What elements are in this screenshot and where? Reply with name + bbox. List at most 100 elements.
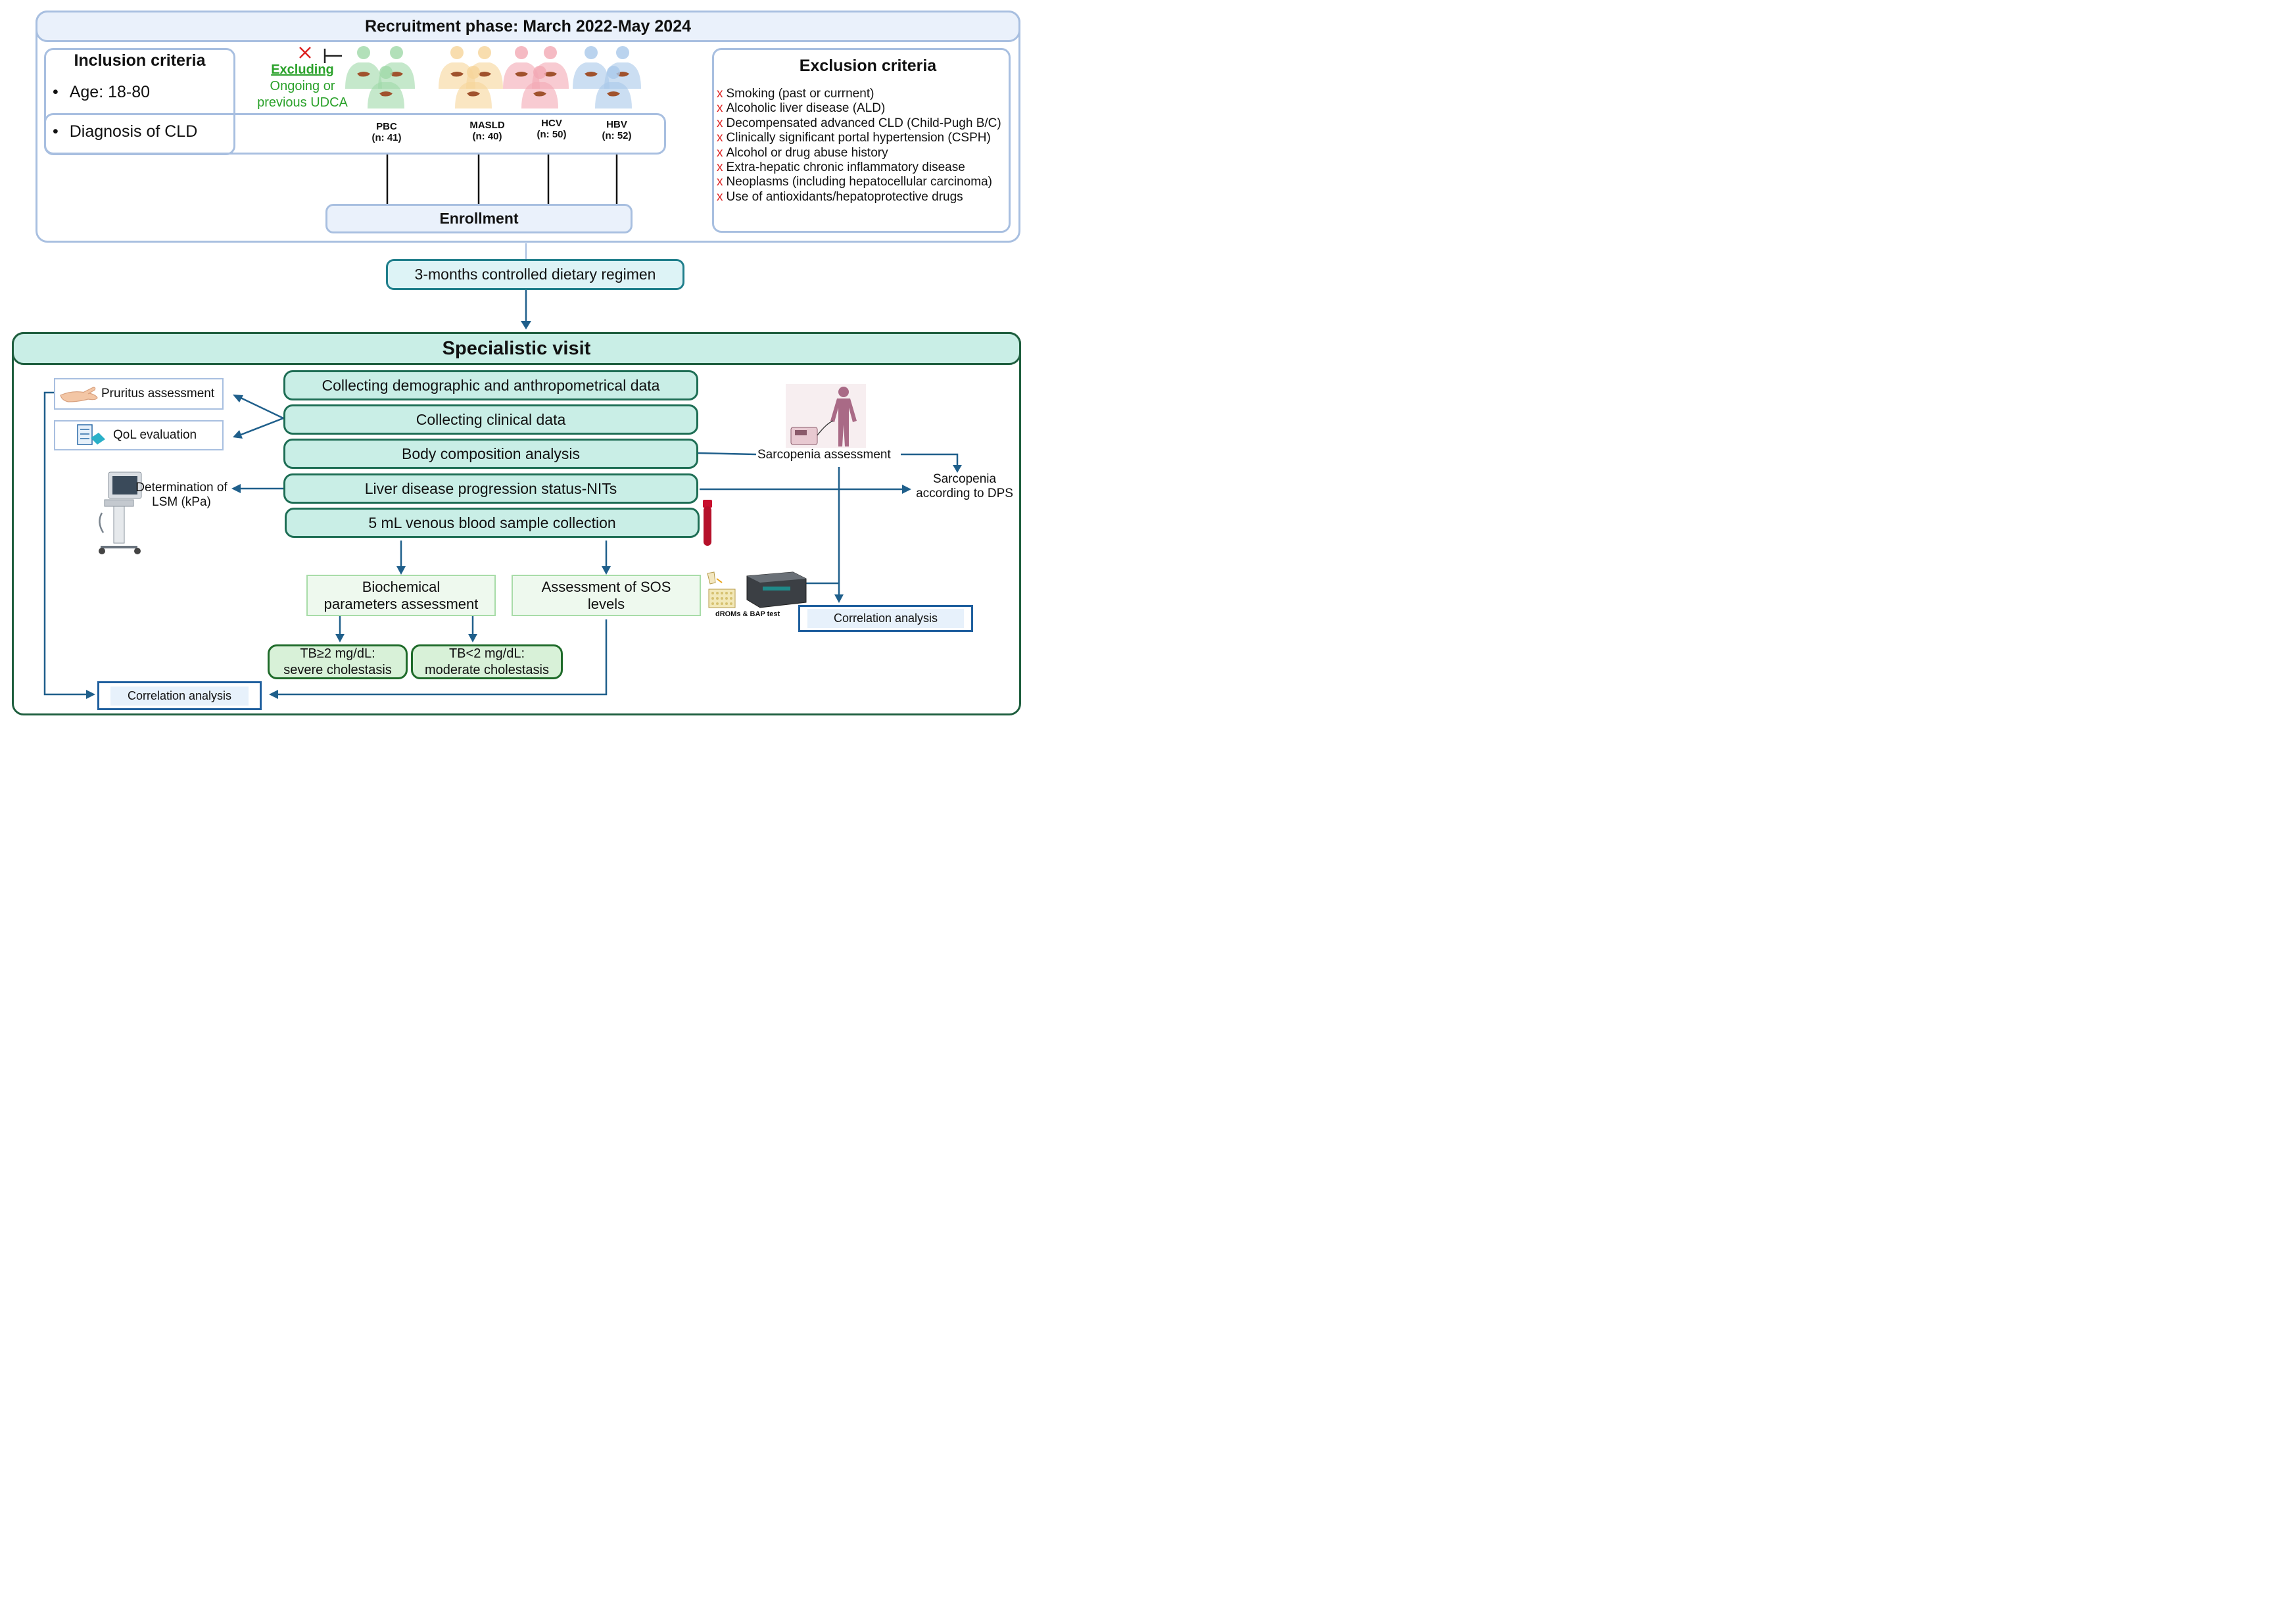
bullet-icon: • bbox=[53, 83, 59, 101]
group-count: (n: 52) bbox=[602, 130, 632, 141]
recruitment-header: Recruitment phase: March 2022-May 2024 bbox=[36, 11, 1020, 42]
step-body-composition: Body composition analysis bbox=[283, 439, 698, 469]
exclusion-item-label: Use of antioxidants/hepatoprotective dru… bbox=[726, 189, 963, 204]
group-name: HBV bbox=[606, 119, 627, 130]
questionnaire-icon bbox=[77, 424, 105, 445]
exclusion-item-label: Alcohol or drug abuse history bbox=[726, 145, 888, 160]
moderate-line1: TB<2 mg/dL: bbox=[448, 646, 525, 661]
diet-label: 3-months controlled dietary regimen bbox=[414, 266, 656, 283]
group-count: (n: 40) bbox=[472, 131, 502, 142]
blood-tube-icon bbox=[703, 500, 712, 546]
drom-equipment-icon bbox=[707, 571, 807, 608]
cross-icon: x bbox=[717, 101, 723, 116]
step-liver-nits: Liver disease progression status-NITs bbox=[283, 473, 698, 504]
step-demographic: Collecting demographic and anthropometri… bbox=[283, 370, 698, 400]
udca-line2: previous UDCA bbox=[257, 95, 348, 110]
enrollment-label: Enrollment bbox=[439, 210, 519, 227]
recruitment-title: Recruitment phase: March 2022-May 2024 bbox=[364, 16, 692, 36]
exclusion-item-label: Smoking (past or currnent) bbox=[726, 87, 874, 101]
step-clinical: Collecting clinical data bbox=[283, 404, 698, 435]
sarcopenia-dps-label: Sarcopenia according to DPS bbox=[910, 472, 1019, 501]
sos-line1: Assessment of SOS bbox=[541, 578, 671, 595]
exclusion-item-label: Decompensated advanced CLD (Child-Pugh B… bbox=[726, 116, 1001, 130]
biochem-line1: Biochemical bbox=[362, 578, 441, 595]
connector-lines bbox=[43, 155, 962, 699]
udca-line1: Ongoing or bbox=[270, 79, 335, 93]
group-pbc: PBC(n: 41) bbox=[360, 121, 413, 143]
moderate-line2: moderate cholestasis bbox=[425, 662, 549, 677]
cross-icon: x bbox=[717, 145, 723, 160]
visit-header: Specialistic visit bbox=[12, 332, 1021, 365]
cross-icon: x bbox=[717, 87, 723, 101]
exclusion-item-label: Extra-hepatic chronic inflammatory disea… bbox=[726, 160, 965, 175]
visit-title: Specialistic visit bbox=[442, 337, 591, 359]
biochem-box: Biochemical parameters assessment bbox=[306, 575, 496, 616]
udca-heading: Excluding bbox=[271, 62, 334, 77]
group-hbv: HBV(n: 52) bbox=[590, 119, 643, 141]
step-label: Liver disease progression status-NITs bbox=[364, 479, 617, 497]
group-masld: MASLD(n: 40) bbox=[459, 120, 515, 142]
correlation-label: Correlation analysis bbox=[807, 609, 965, 628]
exclusion-box bbox=[712, 48, 1011, 233]
exclusion-item-label: Alcoholic liver disease (ALD) bbox=[726, 101, 886, 116]
group-name: HCV bbox=[541, 118, 562, 129]
diet-box: 3-months controlled dietary regimen bbox=[386, 259, 684, 290]
inclusion-item-age: • Age: 18-80 bbox=[53, 83, 150, 102]
group-name: PBC bbox=[376, 121, 397, 132]
inclusion-title: Inclusion criteria bbox=[74, 51, 206, 70]
sarcopenia-assessment-label: Sarcopenia assessment bbox=[756, 448, 892, 462]
fibroscan-icon bbox=[99, 471, 142, 554]
step-label: 5 mL venous blood sample collection bbox=[368, 514, 616, 531]
qol-box: QoL evaluation bbox=[54, 420, 224, 450]
group-count: (n: 50) bbox=[537, 129, 567, 140]
lsm-line2: LSM (kPa) bbox=[152, 495, 211, 509]
lsm-line1: Determination of bbox=[135, 481, 227, 494]
udca-note: Excluding Ongoing or previous UDCA bbox=[250, 62, 355, 111]
qol-label: QoL evaluation bbox=[113, 428, 197, 442]
inclusion-item-label: Age: 18-80 bbox=[69, 83, 151, 101]
exclusion-item-label: Clinically significant portal hypertensi… bbox=[726, 131, 991, 145]
moderate-cholestasis-box: TB<2 mg/dL: moderate cholestasis bbox=[411, 644, 563, 679]
sos-box: Assessment of SOS levels bbox=[512, 575, 701, 616]
pruritus-box: Pruritus assessment bbox=[54, 378, 224, 410]
step-label: Body composition analysis bbox=[401, 445, 581, 462]
group-count: (n: 41) bbox=[371, 132, 402, 143]
dps-line1: Sarcopenia bbox=[932, 472, 997, 486]
correlation-left-box: Correlation analysis bbox=[97, 681, 262, 710]
drom-label: dROMs & BAP test bbox=[715, 610, 780, 618]
dps-line2: according to DPS bbox=[916, 487, 1013, 500]
cross-icon: x bbox=[717, 160, 723, 175]
cross-icon: x bbox=[717, 116, 723, 130]
severe-cholestasis-box: TB≥2 mg/dL: severe cholestasis bbox=[268, 644, 408, 679]
exclusion-item-label: Neoplasms (including hepatocellular carc… bbox=[726, 175, 992, 189]
inclusion-item-cld: • Diagnosis of CLD bbox=[53, 122, 197, 141]
step-label: Collecting clinical data bbox=[416, 410, 566, 428]
correlation-label: Correlation analysis bbox=[110, 686, 249, 706]
lsm-label: Determination of LSM (kPa) bbox=[132, 481, 231, 510]
body-composition-icon bbox=[786, 384, 866, 450]
exclusion-title: Exclusion criteria bbox=[799, 57, 937, 75]
severe-line2: severe cholestasis bbox=[283, 662, 392, 677]
cross-icon: x bbox=[717, 175, 723, 189]
groups-strip bbox=[44, 113, 666, 155]
group-hcv: HCV(n: 50) bbox=[525, 118, 578, 140]
inhibit-icon bbox=[299, 47, 342, 63]
enrollment-box: Enrollment bbox=[325, 204, 633, 233]
group-name: MASLD bbox=[469, 120, 505, 131]
correlation-right-box: Correlation analysis bbox=[798, 605, 973, 632]
cross-icon: x bbox=[717, 131, 723, 145]
sos-line2: levels bbox=[587, 595, 625, 612]
bullet-icon: • bbox=[53, 122, 59, 141]
inclusion-item-label: Diagnosis of CLD bbox=[69, 122, 198, 141]
biochem-line2: parameters assessment bbox=[323, 595, 479, 612]
severe-line1: TB≥2 mg/dL: bbox=[300, 646, 375, 661]
